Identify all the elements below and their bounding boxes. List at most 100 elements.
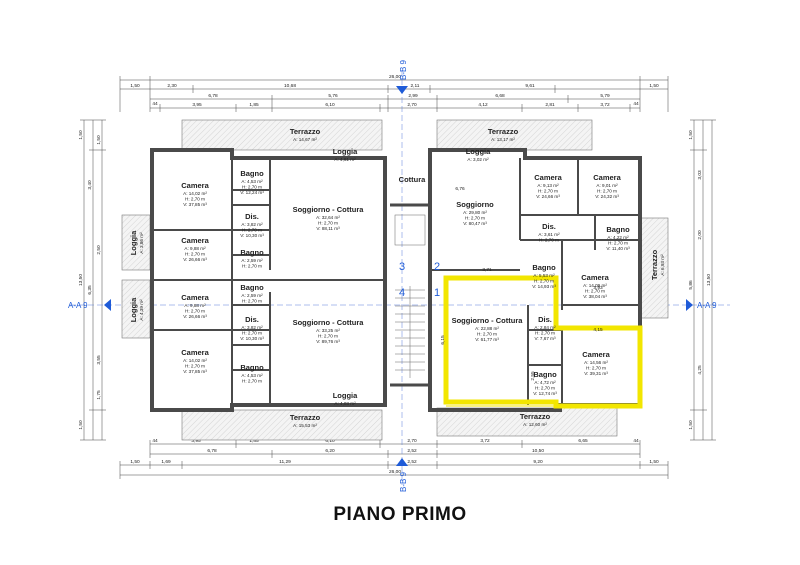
dim-bottom: 6,65 <box>578 438 588 444</box>
room-v: V: 12,74 m³ <box>533 391 557 396</box>
dim-right: 4,25 <box>697 365 703 375</box>
room-h: H: 2,70 m <box>242 228 262 233</box>
room-v: V: 10,30 m³ <box>240 233 264 238</box>
dim-left: 1,50 <box>78 420 84 430</box>
dim-bottom: 6,78 <box>207 448 217 454</box>
room-area: A: 3,02 m² <box>467 157 489 162</box>
room-name: Camera <box>181 293 209 302</box>
room-h: H: 2,70 m <box>538 189 558 194</box>
dim-left: 13,50 <box>78 274 84 286</box>
dim-top: 9,61 <box>525 83 535 89</box>
interior-walls <box>152 158 640 410</box>
room-h: H: 2,70 m <box>597 189 617 194</box>
room-h: H: 2,70 m <box>539 238 559 243</box>
room-name: Bagno <box>606 225 630 234</box>
room-name: Camera <box>581 273 609 282</box>
room-name: Dis. <box>538 315 552 324</box>
section-arrow-aa-left <box>104 299 111 311</box>
room-v: V: 26,66 m³ <box>183 257 207 262</box>
room-h: H: 2,70 m <box>242 331 262 336</box>
dim-bottom: 44 <box>152 438 158 444</box>
room-h: H: 2,70 m <box>465 216 485 221</box>
room-h: H: 2,70 m <box>185 252 205 257</box>
dim-bottom: 3,95 <box>191 438 201 444</box>
unit-number-3: 3 <box>399 261 405 273</box>
dim-top: 5,76 <box>328 93 338 99</box>
room-area: A: 14,09 m² <box>583 283 607 288</box>
room-v: V: 88,11 m³ <box>316 226 340 231</box>
room-v: V: 14,93 m³ <box>532 284 556 289</box>
section-label-bb-bottom: B-B 9 <box>399 471 408 492</box>
dim-top: 6,10 <box>325 102 335 108</box>
dim-left: 1,50 <box>96 135 102 145</box>
room-area: A: 14,02 m² <box>183 358 207 363</box>
dim-top: 1,85 <box>249 102 259 108</box>
room-h: H: 2,70 m <box>318 221 338 226</box>
room-area: A: 9,13 m² <box>537 183 559 188</box>
room-h: H: 2,70 m <box>185 364 205 369</box>
room-name: Bagno <box>533 370 557 379</box>
inner-dim: 4,15 <box>593 327 603 333</box>
room-area: A: 22,88 m² <box>475 326 499 331</box>
dim-top: 6,68 <box>495 93 505 99</box>
room-v: V: 89,76 m³ <box>316 339 340 344</box>
room-name: Dis. <box>542 222 556 231</box>
dim-top: 2,11 <box>411 83 420 89</box>
room-v: V: 38,04 m³ <box>583 294 607 299</box>
room-name: Terrazzo <box>520 412 551 421</box>
room-name: Dis. <box>245 315 259 324</box>
section-label-aa-left: A-A 9 <box>68 301 88 310</box>
dim-top: 2,30 <box>167 83 177 89</box>
room-h: H: 2,70 m <box>242 379 262 384</box>
dimension-lines-sides <box>80 119 716 441</box>
room-h: H: 2,70 m <box>242 264 262 269</box>
dimension-text-bottom: 44 3,95 1,85 6,10 2,70 3,72 6,65 44 6,78… <box>130 438 659 475</box>
unit-numbers: 1 2 3 4 <box>399 261 440 299</box>
room-area: A: 14,56 m² <box>584 360 608 365</box>
dim-bottom: 1,50 <box>130 459 140 465</box>
room-v: V: 80,47 m³ <box>463 221 487 226</box>
room-area: A: 5,53 m² <box>533 273 555 278</box>
room-area: A: 4,61 m² <box>334 157 356 162</box>
dim-bottom: 1,50 <box>649 459 659 465</box>
room-area: A: 2,59 m² <box>241 293 263 298</box>
page-title: PIANO PRIMO <box>333 504 467 525</box>
room-name: Terrazzo <box>488 127 519 136</box>
room-h: H: 2,70 m <box>608 241 628 246</box>
staircase <box>394 214 426 378</box>
room-h: H: 2,70 m <box>242 185 262 190</box>
section-arrow-bb-bottom <box>396 458 408 466</box>
dim-top: 3,95 <box>192 102 202 108</box>
room-area: A: 4,22 m² <box>607 235 629 240</box>
dim-right: 3,03 <box>697 170 703 180</box>
dim-top: 5,79 <box>600 93 610 99</box>
room-area: A: 4,53 m² <box>241 373 263 378</box>
room-area: A: 13,17 m² <box>491 137 515 142</box>
dim-top: 10,68 <box>284 83 296 89</box>
room-v: V: 37,85 m³ <box>183 369 207 374</box>
room-area: A: 9,88 m² <box>184 303 206 308</box>
room-name: Soggiorno - Cottura <box>452 316 524 325</box>
dim-right: 1,50 <box>688 420 694 430</box>
room-name: Terrazzo <box>290 413 321 422</box>
room-area: A: 15,53 m² <box>293 423 317 428</box>
dim-left: 3,40 <box>87 180 93 190</box>
dim-right: 5,86 <box>688 280 694 290</box>
room-v: V: 12,24 m³ <box>240 190 264 195</box>
dim-top: 2,81 <box>545 102 555 108</box>
section-arrow-aa-right <box>686 299 693 311</box>
room-v: V: 61,77 m³ <box>475 337 499 342</box>
room-name: Terrazzo <box>650 249 659 280</box>
